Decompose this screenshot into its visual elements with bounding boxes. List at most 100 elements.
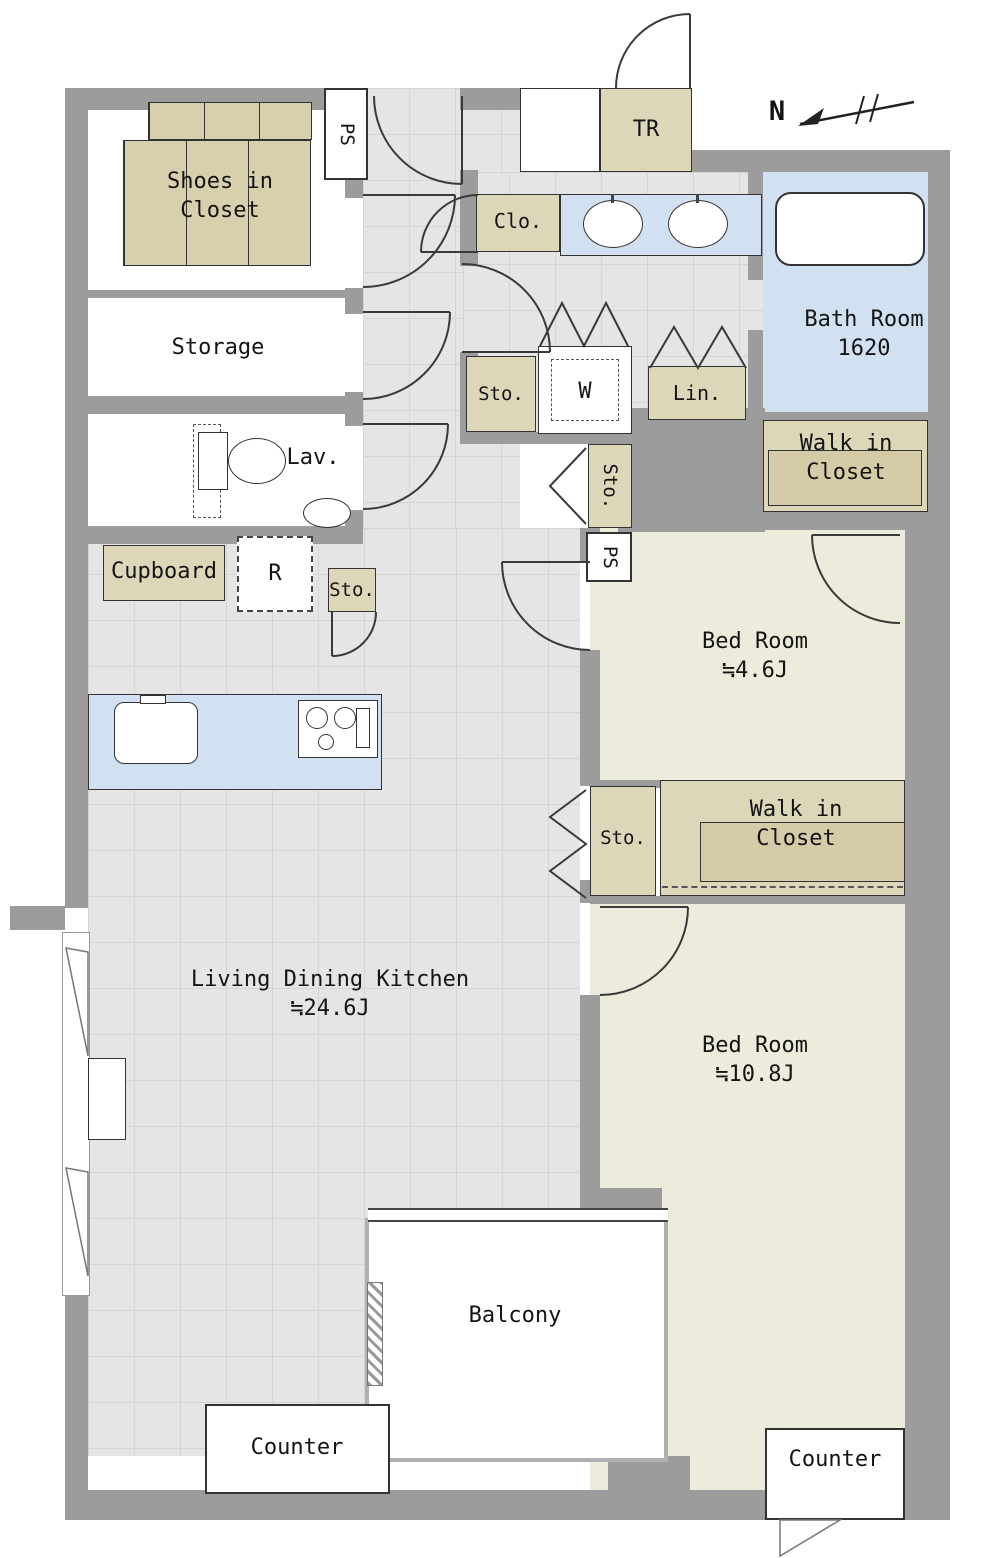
- washbasin: [668, 200, 728, 248]
- label-pipe-shaft-top-wrap: PS: [324, 88, 368, 180]
- shoe-shelf-upper: [148, 102, 312, 140]
- door-arc-storage: [362, 311, 451, 400]
- toilet-tank: [198, 432, 228, 490]
- sliding-window: [368, 1208, 668, 1222]
- bathtub: [775, 192, 925, 266]
- closet-dashed-line: [662, 886, 903, 888]
- balcony-area: [365, 1218, 668, 1462]
- door-arc-bedroom-small: [501, 561, 591, 651]
- wall-segment: [345, 510, 363, 544]
- pipe-shaft-mid-box: [586, 532, 632, 582]
- label-bedroom-large: Bed Room ≒10.8J: [702, 1033, 808, 1087]
- wall-segment: [580, 650, 600, 786]
- wall-segment: [905, 512, 928, 1490]
- storage-mid-box: [590, 786, 656, 896]
- wall-segment: [590, 896, 905, 904]
- washing-machine-outline: [551, 359, 619, 421]
- bifold-door-storage-mid: [548, 789, 588, 899]
- bay-window-box: [88, 1058, 126, 1140]
- label-pipe-shaft-top: PS: [335, 122, 358, 146]
- faucet-icon: [611, 194, 614, 203]
- burner-icon: [318, 734, 334, 750]
- door-arc-trunk-room: [615, 13, 691, 89]
- wall-segment: [88, 290, 346, 298]
- pipe-shaft-top-box: [324, 88, 368, 180]
- entry-porch: [520, 88, 600, 172]
- label-ldk: Living Dining Kitchen ≒24.6J: [190, 967, 470, 1021]
- burner-icon: [334, 707, 356, 729]
- balcony-divider: [367, 1282, 383, 1386]
- counter-right-box: [765, 1428, 905, 1520]
- burner-icon: [306, 707, 328, 729]
- wall-segment: [65, 88, 88, 908]
- casement-window-icon: [65, 1167, 89, 1277]
- label-balcony: Balcony: [468, 1303, 562, 1328]
- wall-segment: [460, 88, 522, 110]
- trunk-room-box: [600, 88, 692, 172]
- grill-slot: [356, 708, 370, 748]
- label-walk-in-closet-top: Walk in Closet: [799, 431, 893, 485]
- label-pipe-shaft-mid: PS: [598, 545, 621, 569]
- label-shoes-in-closet: Shoes in Closet: [167, 169, 273, 223]
- wall-fin: [10, 906, 65, 930]
- wall-segment: [345, 288, 363, 314]
- washing-machine-pan: [538, 346, 632, 434]
- hand-basin: [303, 498, 351, 528]
- label-bath-room: Bath Room 1620: [804, 307, 924, 361]
- wall-segment: [88, 396, 346, 414]
- label-bedroom-small: Bed Room ≒4.6J: [702, 629, 808, 683]
- wall-segment: [763, 512, 928, 530]
- label-walk-in-closet-mid: Walk in Closet: [749, 797, 843, 851]
- label-north: N: [768, 96, 786, 127]
- faucet-icon: [696, 194, 699, 203]
- casement-window-icon: [779, 1519, 843, 1558]
- label-counter-right: Counter: [788, 1447, 882, 1472]
- bedroom-small-floor: [590, 528, 905, 780]
- storage-hall-box: [466, 356, 536, 432]
- label-storage-hall: Sto.: [478, 383, 524, 405]
- label-lavatory: Lav.: [286, 445, 340, 470]
- door-arc-walk-in-closet: [811, 534, 901, 624]
- label-washer: W: [578, 379, 592, 404]
- wall-segment: [460, 432, 622, 444]
- closet-box: [476, 194, 560, 252]
- shoe-shelf-main: [123, 140, 311, 266]
- wall-segment: [580, 995, 600, 1218]
- label-closet: Clo.: [493, 209, 543, 233]
- washbasin: [583, 200, 643, 248]
- wall-segment: [65, 1296, 88, 1520]
- closet-rod-area: [700, 822, 905, 882]
- label-refrigerator: R: [268, 561, 282, 586]
- closet-rod-area: [768, 450, 922, 506]
- label-storage-vertical: Sto.: [599, 463, 622, 509]
- door-arc-closet: [420, 194, 479, 253]
- label-linen: Lin.: [672, 381, 722, 405]
- bifold-door-storage: [548, 447, 587, 525]
- label-cupboard: Cupboard: [111, 559, 217, 584]
- wall-segment: [688, 150, 950, 172]
- cupboard-box: [103, 545, 225, 601]
- refrigerator-outline: [237, 536, 313, 612]
- label-storage-kitchen: Sto.: [329, 579, 375, 601]
- wall-segment: [928, 150, 950, 1520]
- label-counter-left: Counter: [250, 1435, 344, 1460]
- wall-segment: [748, 330, 763, 420]
- wall-segment: [460, 170, 478, 266]
- label-pipe-shaft-mid-wrap: PS: [586, 532, 632, 582]
- wall-segment: [345, 392, 363, 426]
- kitchen-faucet: [140, 695, 166, 704]
- label-trunk-room: TR: [632, 117, 660, 142]
- label-storage: Storage: [171, 335, 265, 360]
- label-storage-vertical-wrap: Sto.: [588, 444, 632, 528]
- storage-vertical-box: [588, 444, 632, 528]
- storage-kitchen-box: [328, 568, 376, 612]
- structural-block: [618, 408, 765, 532]
- bifold-door-linen: [649, 325, 747, 370]
- door-arc-shoes-closet: [362, 194, 456, 288]
- toilet-bowl: [228, 438, 286, 484]
- bifold-door-washer: [539, 300, 629, 349]
- door-arc-storage-kitchen: [331, 611, 377, 657]
- door-arc-lavatory: [362, 423, 449, 510]
